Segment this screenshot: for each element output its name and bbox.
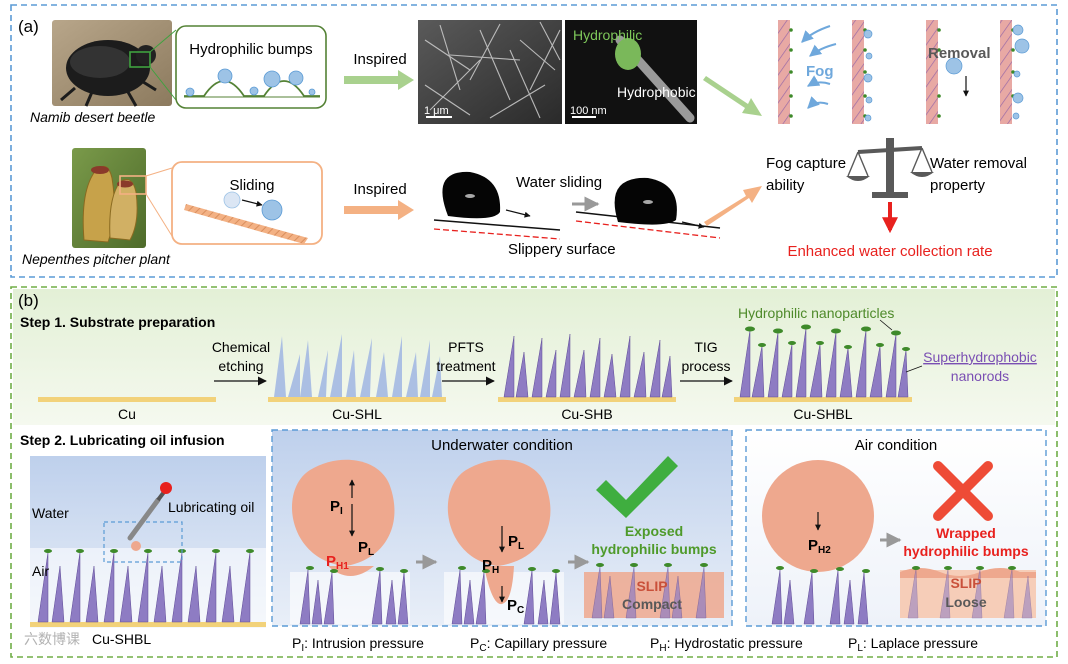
- inspired-arrow-bottom: [344, 200, 414, 220]
- removal-label: Removal: [928, 45, 991, 62]
- water-sliding-diagram: Water sliding Slippery surface: [433, 171, 721, 258]
- compact-label: Compact: [622, 596, 682, 612]
- pressure-legend: PI: Intrusion pressure PC: Capillary pre…: [292, 635, 978, 654]
- beetle-caption: Namib desert beetle: [30, 109, 156, 125]
- legend-capillary: PC: Capillary pressure: [470, 635, 607, 654]
- lubricating-oil-label: Lubricating oil: [168, 499, 254, 515]
- wrapped-label-1: Wrapped: [936, 525, 996, 541]
- sem-image-left: 1 μm: [418, 20, 562, 124]
- nanoparticles-pointer: [879, 319, 893, 331]
- cu-shbl-label: Cu-SHBL: [793, 406, 852, 422]
- result-label: Enhanced water collection rate: [787, 243, 992, 260]
- water-removal-label-1: Water removal: [930, 155, 1027, 172]
- hydrophilic-bumps-box: Hydrophilic bumps: [175, 25, 327, 109]
- chemical-etching-label-2: etching: [218, 358, 263, 374]
- underwater-droplet-2: [444, 459, 564, 625]
- underwater-droplet-1: [290, 459, 410, 625]
- exposed-label-1: Exposed: [625, 523, 683, 539]
- check-icon: [596, 456, 678, 518]
- step2-substrate-label: Cu-SHBL: [92, 631, 151, 647]
- slippery-surface-label: Slippery surface: [508, 241, 616, 258]
- slip-label-loose: SLIP: [950, 575, 981, 591]
- compact-slip-layer: [584, 563, 724, 619]
- pressure-pl-label: PL: [358, 539, 374, 558]
- cu-shl-nanorods: [268, 334, 446, 402]
- sem-scale-left: 1 μm: [424, 105, 449, 117]
- beetle-zoom-line: [149, 29, 177, 53]
- loose-label: Loose: [945, 594, 986, 610]
- fog-arrow: [703, 76, 762, 116]
- air-label: Air: [32, 563, 49, 579]
- inspired-arrow-top: [344, 70, 414, 90]
- oil-infusion-diagram: [30, 456, 266, 628]
- step1-title: Step 1. Substrate preparation: [20, 314, 215, 330]
- inspired-label-top: Inspired: [353, 51, 406, 68]
- tig-label-2: process: [681, 358, 730, 374]
- legend-hydrostatic: PH: Hydrostatic pressure: [650, 635, 803, 654]
- pressure-pc-label: PC: [507, 597, 524, 616]
- balance-arrow: [704, 186, 762, 226]
- legend-intrusion: PI: Intrusion pressure: [292, 635, 424, 654]
- bumps-title: Hydrophilic bumps: [189, 41, 312, 58]
- sem-scale-right: 100 nm: [570, 105, 607, 117]
- inspired-label-bottom: Inspired: [353, 181, 406, 198]
- air-droplet: [762, 460, 874, 625]
- panel-a-label: (a): [18, 17, 39, 36]
- pitcher-caption: Nepenthes pitcher plant: [22, 251, 171, 267]
- cu-label: Cu: [118, 406, 136, 422]
- water-label: Water: [32, 505, 69, 521]
- step1-background: [13, 289, 1055, 425]
- nanoparticles-label: Hydrophilic nanoparticles: [738, 305, 894, 321]
- pressure-ph-label: PH: [482, 557, 499, 576]
- nanorods-label-1: Superhydrophobic: [923, 349, 1037, 365]
- pressure-ph2-label: PH2: [808, 537, 831, 556]
- water-sliding-label: Water sliding: [516, 174, 602, 191]
- cu-shbl-nanorods: [734, 324, 912, 402]
- sliding-title: Sliding: [229, 177, 274, 194]
- sliding-box: Sliding: [171, 161, 323, 245]
- chemical-etching-label-1: Chemical: [212, 339, 270, 355]
- beetle-zoom-line: [149, 66, 177, 101]
- nanorods-label-2: nanorods: [951, 368, 1009, 384]
- watermark: 六数博课: [24, 631, 80, 647]
- fog-capture-label-2: ability: [766, 177, 805, 194]
- panel-b-label: (b): [18, 291, 39, 310]
- cu-shb-label: Cu-SHB: [561, 406, 612, 422]
- cu-substrate: [38, 397, 216, 402]
- pfts-label-1: PFTS: [448, 339, 484, 355]
- tig-label-1: TIG: [694, 339, 717, 355]
- legend-laplace: PL: Laplace pressure: [848, 635, 978, 654]
- underwater-title: Underwater condition: [431, 437, 573, 454]
- pressure-pi-label: PI: [330, 498, 343, 517]
- fog-collection-diagram: Fog Removal: [778, 20, 1030, 124]
- slip-label-compact: SLIP: [636, 578, 667, 594]
- plant-zoom-line: [145, 193, 173, 237]
- pressure-pl2-label: PL: [508, 533, 524, 552]
- pfts-label-2: treatment: [436, 358, 495, 374]
- pressure-ph1-label: PH1: [326, 553, 349, 572]
- plant-zoom-line: [145, 167, 173, 177]
- cu-shb-nanorods: [498, 333, 676, 402]
- water-removal-label-2: property: [930, 177, 986, 194]
- cu-shl-label: Cu-SHL: [332, 406, 382, 422]
- fog-label: Fog: [806, 63, 834, 80]
- sem-image-right: Hydrophilic Hydrophobic 100 nm: [565, 20, 697, 124]
- x-icon: [933, 461, 993, 521]
- balance-scale-icon: [846, 138, 934, 198]
- step2-title: Step 2. Lubricating oil infusion: [20, 432, 225, 448]
- fog-capture-label-1: Fog capture: [766, 155, 846, 172]
- beetle-photo: [52, 20, 172, 107]
- loose-slip-layer: [900, 566, 1036, 619]
- exposed-label-2: hydrophilic bumps: [591, 541, 716, 557]
- pitcher-plant-photo: [72, 148, 147, 248]
- wrapped-label-2: hydrophilic bumps: [903, 543, 1028, 559]
- nanorods-pointer: [905, 365, 923, 373]
- air-title: Air condition: [855, 437, 938, 454]
- sem-hydrophilic-label: Hydrophilic: [573, 27, 642, 43]
- sem-hydrophobic-label: Hydrophobic: [617, 84, 696, 100]
